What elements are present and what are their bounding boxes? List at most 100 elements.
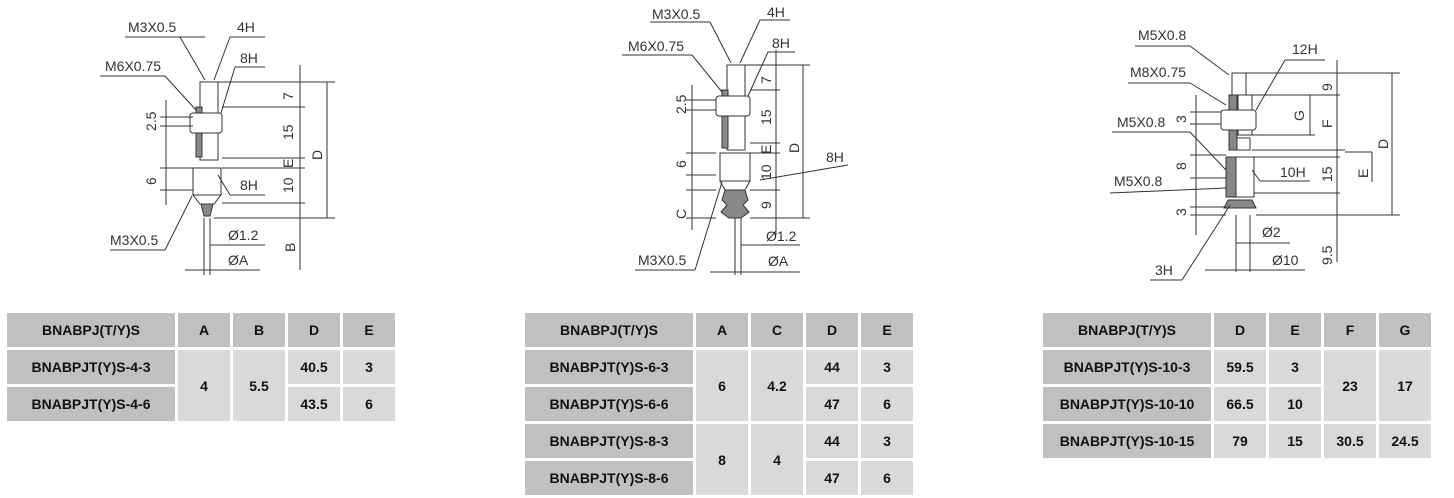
- dim-15: 15: [758, 109, 774, 125]
- table-row: BNABPJT(Y)S-8-3 8 4 44 3: [525, 424, 913, 495]
- label-thread-top: M5X0.8: [1138, 27, 1186, 43]
- spec-table-1: BNABPJ(T/Y)S A B D E BNABPJT(Y)S-4-3 4 5…: [4, 310, 398, 424]
- dia-1-2: Ø1.2: [228, 227, 259, 243]
- drawing-1: M3X0.5 4H 8H M6X0.75 7 15 E 10 D 2.5 6 8…: [100, 19, 335, 275]
- cell-E: 3: [343, 350, 395, 384]
- cell-A: 8: [696, 424, 748, 495]
- dim-6: 6: [673, 160, 689, 168]
- header-B: B: [233, 313, 285, 347]
- header-E: E: [343, 313, 395, 347]
- cell-model: BNABPJT(Y)S-8-3: [525, 424, 693, 458]
- cell-B: 5.5: [233, 350, 285, 421]
- dim-3-top: 3: [1173, 115, 1189, 123]
- dim-15: 15: [1319, 166, 1335, 182]
- header-C: C: [751, 313, 803, 347]
- dim-C: C: [673, 209, 689, 219]
- dim-7: 7: [280, 92, 296, 100]
- dim-10: 10: [758, 164, 774, 180]
- cell-D: 43.5: [288, 387, 340, 421]
- dim-9: 9: [758, 201, 774, 209]
- label-thread-bottom: M3X0.5: [110, 232, 158, 248]
- label-thread-body: M6X0.75: [105, 58, 161, 74]
- cell-E: 6: [343, 387, 395, 421]
- cell-E: 6: [861, 461, 913, 495]
- cell-D: 44: [806, 424, 858, 458]
- dim-9-5: 9.5: [1319, 245, 1335, 265]
- cell-F: 30.5: [1324, 424, 1376, 458]
- cell-D: 47: [806, 387, 858, 421]
- dim-7: 7: [758, 76, 774, 84]
- dim-9: 9: [1319, 83, 1335, 91]
- label-thread-body: M8X0.75: [1130, 64, 1186, 80]
- cell-D: 66.5: [1214, 387, 1266, 421]
- cell-model: BNABPJT(Y)S-4-3: [7, 350, 175, 384]
- header-E: E: [861, 313, 913, 347]
- table-header-row: BNABPJ(T/Y)S A C D E: [525, 313, 913, 347]
- table-row: BNABPJT(Y)S-10-10 66.5 10: [1043, 387, 1431, 421]
- dim-2-5: 2.5: [143, 111, 159, 131]
- dia-A: ØA: [768, 253, 789, 269]
- cell-model: BNABPJT(Y)S-10-10: [1043, 387, 1211, 421]
- cell-E: 10: [1269, 387, 1321, 421]
- dim-D: D: [786, 143, 802, 153]
- header-model: BNABPJ(T/Y)S: [1043, 313, 1211, 347]
- drawing-2: M3X0.5 4H 8H M6X0.75 2.5 7 15 E D 6 10 8…: [622, 4, 849, 275]
- cell-D: 47: [806, 461, 858, 495]
- cell-D: 79: [1214, 424, 1266, 458]
- table-header-row: BNABPJ(T/Y)S A B D E: [7, 313, 395, 347]
- cell-A: 4: [178, 350, 230, 421]
- cell-model: BNABPJT(Y)S-6-3: [525, 350, 693, 384]
- header-F: F: [1324, 313, 1376, 347]
- spec-table-2: BNABPJ(T/Y)S A C D E BNABPJT(Y)S-6-3 6 4…: [522, 310, 916, 498]
- dim-8: 8: [1173, 162, 1189, 170]
- cell-D: 40.5: [288, 350, 340, 384]
- cell-model: BNABPJT(Y)S-8-6: [525, 461, 693, 495]
- label-hex-mid: 8H: [240, 177, 258, 193]
- cell-C: 4: [751, 424, 803, 495]
- label-hex-top: 4H: [767, 4, 785, 20]
- header-D: D: [1214, 313, 1266, 347]
- label-thread-top: M3X0.5: [128, 19, 176, 35]
- label-hex-bottom: 3H: [1155, 262, 1173, 278]
- table-row: BNABPJT(Y)S-10-3 59.5 3 23 17: [1043, 350, 1431, 421]
- dia-1-2: Ø1.2: [766, 228, 797, 244]
- label-hex-mid: 10H: [1280, 164, 1306, 180]
- cell-model: BNABPJT(Y)S-10-15: [1043, 424, 1211, 458]
- header-D: D: [806, 313, 858, 347]
- cell-model: BNABPJT(Y)S-4-6: [7, 387, 175, 421]
- dia-2: Ø2: [1262, 224, 1281, 240]
- label-thread-top: M3X0.5: [652, 6, 700, 22]
- cell-E: 3: [861, 424, 913, 458]
- header-G: G: [1379, 313, 1431, 347]
- table-row: BNABPJT(Y)S-8-6 47 6: [525, 461, 913, 495]
- dim-15: 15: [280, 124, 296, 140]
- table-row: BNABPJT(Y)S-4-6 43.5 6: [7, 387, 395, 421]
- header-A: A: [178, 313, 230, 347]
- dim-G: G: [1291, 110, 1307, 121]
- label-hex-top: 4H: [237, 19, 255, 35]
- label-hex-nut: 8H: [772, 35, 790, 51]
- label-hex-nut: 8H: [240, 50, 258, 66]
- dia-A: ØA: [228, 252, 249, 268]
- dim-10: 10: [280, 177, 296, 193]
- spec-table-3: BNABPJ(T/Y)S D E F G BNABPJT(Y)S-10-3 59…: [1040, 310, 1434, 461]
- dimension-drawings: M3X0.5 4H 8H M6X0.75 7 15 E 10 D 2.5 6 8…: [100, 4, 1400, 281]
- table-row: BNABPJT(Y)S-6-6 47 6: [525, 387, 913, 421]
- cell-E: 3: [861, 350, 913, 384]
- label-hex-mid: 8H: [826, 149, 844, 165]
- label-thread-low: M5X0.8: [1114, 173, 1162, 189]
- header-D: D: [288, 313, 340, 347]
- cell-E: 6: [861, 387, 913, 421]
- dim-E: E: [758, 145, 774, 154]
- table-header-row: BNABPJ(T/Y)S D E F G: [1043, 313, 1431, 347]
- cell-G: 17: [1379, 350, 1431, 421]
- drawing-3: M5X0.8 12H M8X0.75 9 G F 3 M5X0.8 D 8 10…: [1109, 27, 1400, 281]
- cell-D: 44: [806, 350, 858, 384]
- cell-model: BNABPJT(Y)S-10-3: [1043, 350, 1211, 384]
- cell-C: 4.2: [751, 350, 803, 421]
- dim-6: 6: [143, 177, 159, 185]
- header-model: BNABPJ(T/Y)S: [7, 313, 175, 347]
- cell-D: 59.5: [1214, 350, 1266, 384]
- dim-D: D: [1375, 139, 1391, 149]
- dim-F: F: [1319, 119, 1335, 128]
